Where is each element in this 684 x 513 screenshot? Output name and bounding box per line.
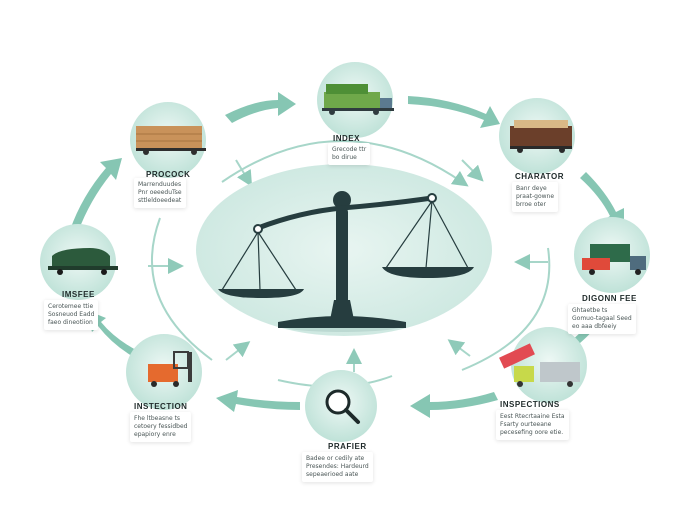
inner-ring [148,140,551,388]
node-label-left: IMSFEE [62,290,95,299]
card-line: Eest Rtecrtaaine Esta [500,413,565,420]
arrow-3 [580,172,624,230]
truck-icon [510,120,572,153]
card-line: Ghtaetbe ts [572,307,608,314]
node-card-left: Cerotemee ttie Sosneuod Eadd faeo dineot… [44,300,99,330]
node-label-top: INDEX [333,134,360,143]
node-card-bottom: Badee or cedily ate Presendes: Hardeurd … [302,452,373,482]
card-line: Fhe ltbeasne ts [134,415,181,422]
node-card-right: Ghtaetbe ts Gomuo-tagaal Seed eo aaa dbf… [568,304,636,334]
arrow-6 [216,390,300,412]
node-card-top-left: Marrenduudes Pnr oeeeduTse sttleldoeedea… [134,178,186,208]
card-line: Presendes: Hardeurd [306,463,369,470]
node-label-top-left: PROCOCK [146,170,191,179]
box-truck-icon [136,126,206,155]
forklift-icon [499,343,580,387]
card-line: brroe oter [516,201,546,208]
card-line: cetoery fessidbed [134,423,188,430]
node-label-bottom-right: INSPECTIONS [500,400,560,409]
card-line: Grecode ttr [332,146,367,153]
cargo-truck-icon [322,84,394,115]
arrow-7 [86,310,136,356]
card-line: Banr deye [516,185,547,192]
card-line: sepeaerioed aate [306,471,359,478]
card-line: faeo dineotiion [48,319,93,326]
node-label-right: DIGONN FEE [582,294,637,303]
card-line: Gomuo-tagaal Seed [572,315,632,322]
container-truck-icon [582,244,646,275]
forklift-icon [148,351,192,387]
card-line: pecesefing oore etie. [500,429,564,436]
card-line: sttleldoeedeat [138,197,182,204]
node-card-bottom-left: Fhe ltbeasne ts cetoery fessidbed epapio… [130,412,192,442]
arrow-1 [225,92,296,123]
node-label-top-right: CHARATOR [515,172,565,181]
card-line: praat-gowne [516,193,555,200]
card-line: bo dirue [332,154,357,161]
arrow-8 [70,158,122,232]
card-line: Fsarty ourteeane [500,421,552,428]
arrow-2 [408,96,500,128]
card-line: Badee or cedily ate [306,455,365,462]
card-line: Cerotemee ttie [48,303,94,310]
card-line: Marrenduudes [138,181,182,188]
node-label-bottom-left: INSTECTION [134,402,188,411]
tanker-truck-icon [48,248,118,275]
card-line: Pnr oeeeduTse [138,189,182,196]
arrow-5 [410,392,498,418]
node-card-bottom-right: Eest Rtecrtaaine Esta Fsarty ourteeane p… [496,410,569,440]
node-label-bottom: PRAFIER [328,442,367,451]
card-line: Sosneuod Eadd [48,311,95,318]
card-line: epapiory enre [134,431,176,438]
node-card-top-right: Banr deye praat-gowne brroe oter [512,182,559,212]
balance-scale-icon [218,191,474,332]
magnifier-icon [325,389,360,424]
card-line: eo aaa dbfeeiy [572,323,617,330]
node-card-top: Grecode ttr bo dirue [328,143,371,165]
